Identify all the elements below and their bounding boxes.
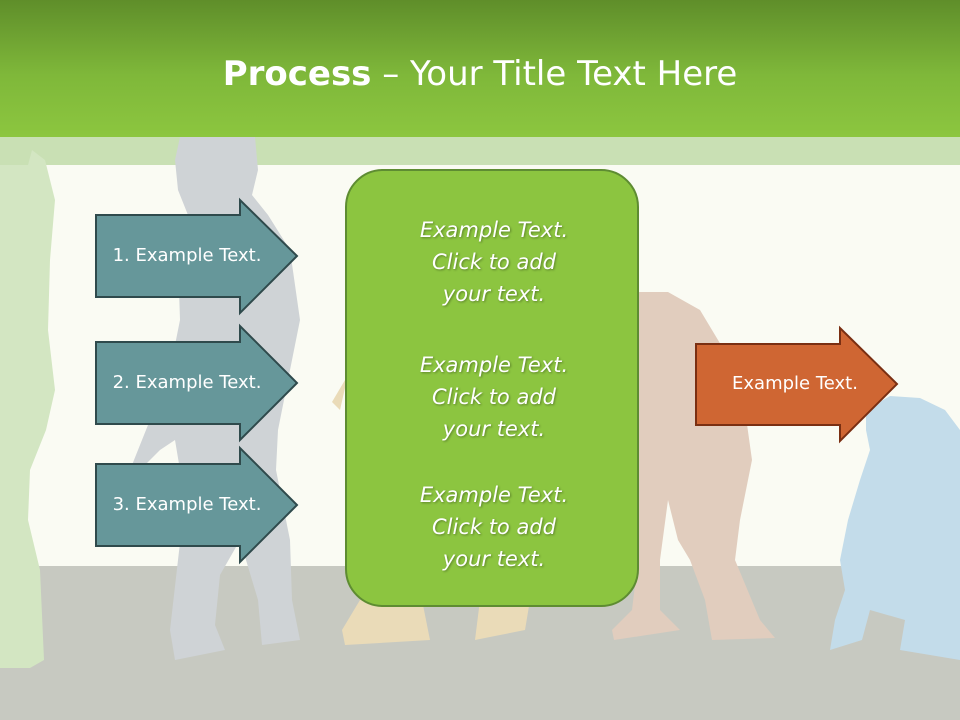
blue-figure-silhouette	[830, 396, 960, 660]
center-text-box: Example Text. Click to add your text. Ex…	[345, 169, 639, 607]
right-arrow-shape	[695, 325, 899, 444]
arrow-shape-1	[95, 197, 299, 316]
center-line: your text.	[442, 417, 546, 441]
arrow-label-1: 1. Example Text.	[112, 245, 262, 266]
beige-figure-silhouette	[332, 380, 530, 645]
arrow-shape-2	[95, 323, 299, 443]
green-figure-silhouette	[0, 150, 55, 668]
center-line: your text.	[442, 547, 546, 571]
center-paragraph-1: Example Text. Click to add your text.	[347, 214, 641, 310]
center-line: Example Text.	[419, 353, 569, 377]
center-line: your text.	[442, 282, 546, 306]
center-line: Click to add	[431, 385, 556, 409]
center-paragraph-3: Example Text. Click to add your text.	[347, 479, 641, 575]
title-bold: Process	[222, 54, 372, 94]
arrow-shape-3	[95, 445, 299, 565]
arrow-label-3: 3. Example Text.	[112, 494, 262, 515]
header-bar	[0, 0, 960, 137]
arrow-label-2: 2. Example Text.	[112, 372, 262, 393]
center-line: Click to add	[431, 515, 556, 539]
header-band	[0, 137, 960, 165]
center-line: Example Text.	[419, 218, 569, 242]
title-rest: – Your Title Text Here	[371, 54, 738, 94]
right-arrow-label: Example Text.	[732, 373, 858, 394]
center-line: Example Text.	[419, 483, 569, 507]
page-title: Process – Your Title Text Here	[0, 50, 960, 98]
center-paragraph-2: Example Text. Click to add your text.	[347, 349, 641, 445]
center-line: Click to add	[431, 250, 556, 274]
